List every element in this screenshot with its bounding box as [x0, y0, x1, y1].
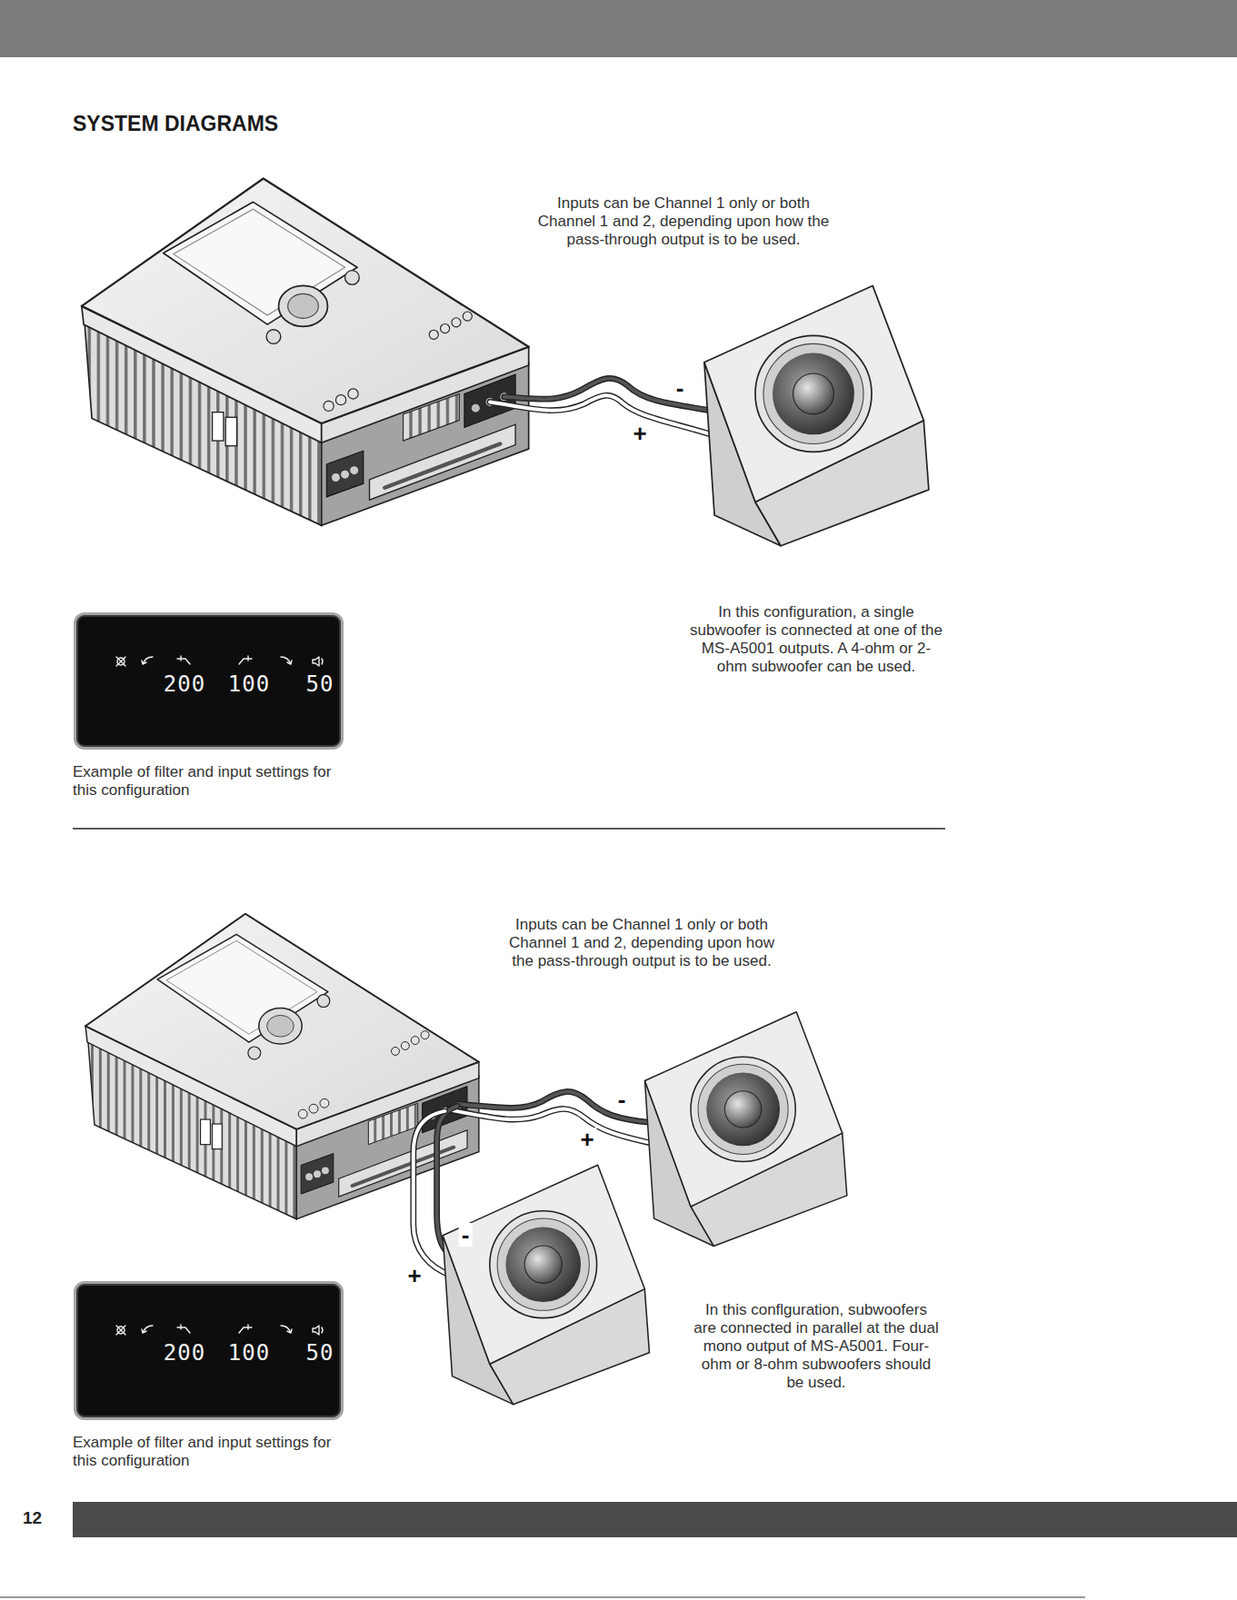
- illustration-part: [489, 395, 709, 434]
- illustration-part: [445, 1108, 650, 1143]
- configuration-note: In this configuration, a single subwoofe…: [689, 603, 943, 677]
- subwoofer-box: [442, 1165, 649, 1405]
- display-value: 200: [163, 1341, 206, 1366]
- page-edge-line: [0, 1597, 1086, 1599]
- lcd-display: 200 100 50: [73, 1281, 344, 1421]
- configuration-note: In this conflguration, subwoofers are co…: [692, 1301, 940, 1393]
- section-divider: [72, 827, 946, 830]
- input-note: Inputs can be Channel 1 only or both Cha…: [530, 194, 837, 250]
- system-illustration: [81, 179, 929, 1406]
- polarity-mark: -: [458, 1223, 473, 1247]
- subwoofer-box: [644, 1012, 847, 1247]
- panel-caption: Example of filter and input settings for…: [72, 1434, 346, 1471]
- polarity-mark: +: [404, 1264, 424, 1288]
- display-value: 100: [228, 1341, 270, 1366]
- display-value: 100: [228, 672, 270, 697]
- page-number: 12: [22, 1508, 42, 1529]
- subwoofer-box: [704, 285, 929, 546]
- page-title: SYSTEM DIAGRAMS: [72, 110, 279, 137]
- polarity-mark: -: [673, 376, 688, 400]
- amplifier: [81, 179, 529, 527]
- polarity-mark: -: [615, 1087, 629, 1112]
- header-bar: [0, 0, 1237, 58]
- input-note: Inputs can be Channel 1 only or both Cha…: [497, 916, 787, 971]
- display-value: 50: [306, 672, 335, 697]
- illustration-part: [489, 395, 709, 434]
- polarity-mark: +: [629, 421, 649, 446]
- display-value: 50: [306, 1341, 335, 1366]
- lcd-display: 200 100 50: [73, 612, 344, 750]
- display-value: 200: [163, 672, 206, 697]
- illustration-part: [445, 1108, 650, 1143]
- amplifier: [85, 914, 479, 1220]
- panel-caption: Example of filter and input settings for…: [72, 763, 346, 800]
- footer-bar: [72, 1502, 1237, 1538]
- polarity-mark: +: [577, 1127, 597, 1152]
